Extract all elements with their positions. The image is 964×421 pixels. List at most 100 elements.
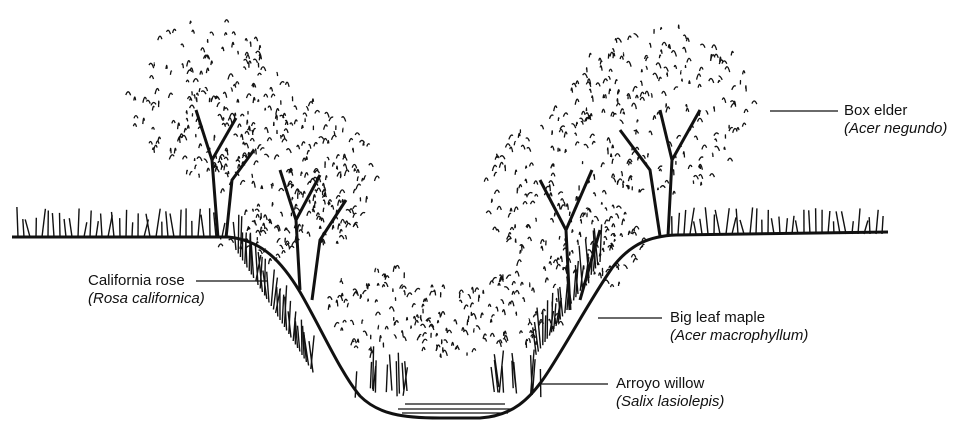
leaf-stroke [303,158,306,161]
leaf-stroke [550,193,552,196]
leaf-stroke [572,251,573,254]
leaf-stroke [340,230,342,234]
leaf-stroke [700,67,704,71]
leaf-stroke [275,226,280,231]
leaf-stroke [674,65,676,68]
leaf-stroke [313,195,315,201]
leaf-stroke [287,149,292,153]
leaf-stroke [223,118,224,121]
leaf-stroke [170,71,171,75]
leaf-stroke [394,335,397,339]
grass-blade [17,207,18,237]
leaf-stroke [536,218,537,221]
leaf-stroke [307,150,309,154]
leaf-stroke [199,174,200,178]
leaf-stroke [271,94,275,97]
leaf-stroke [236,160,240,163]
leaf-stroke [635,105,636,109]
california-rose-scientific-name: (Rosa californica) [88,290,205,308]
leaf-stroke [299,230,303,233]
leaf-stroke [353,148,354,152]
leaf-stroke [404,291,405,296]
grass-blade [705,207,708,234]
leaf-stroke [700,44,705,48]
leaf-stroke [516,291,520,295]
leaf-stroke [686,38,689,42]
leaf-stroke [592,96,593,102]
leaf-stroke [698,118,703,122]
leaf-stroke [280,82,284,85]
leaf-stroke [425,298,427,302]
leaf-stroke [608,54,609,59]
leaf-stroke [252,123,255,126]
leaf-stroke [589,53,591,57]
leaf-stroke [526,166,527,169]
leaf-stroke [377,284,379,286]
leaf-stroke [357,339,358,343]
grass-blade [156,209,160,237]
leaf-stroke [197,157,202,161]
leaf-stroke [328,305,330,310]
grass-blade [303,326,305,359]
leaf-stroke [579,232,581,237]
leaf-stroke [544,193,547,197]
leaf-stroke [351,341,354,345]
leaf-stroke [657,112,659,115]
leaf-stroke [271,184,272,188]
leaf-stroke [190,21,191,24]
leaf-stroke [307,211,311,216]
leaf-stroke [415,320,418,325]
leaf-stroke [363,291,367,295]
leaf-stroke [368,299,369,302]
leaf-stroke [605,220,609,224]
leaf-stroke [515,271,519,276]
leaf-stroke [199,144,202,148]
grass-blade [700,219,702,234]
leaf-stroke [632,151,636,154]
leaf-stroke [265,127,268,133]
leaf-stroke [342,200,344,203]
grass-blade [836,211,840,234]
leaf-stroke [245,143,249,148]
leaf-stroke [686,108,689,112]
leaf-stroke [212,96,216,100]
leaf-stroke [604,237,607,240]
leaf-stroke [385,326,388,329]
grass-blade [246,240,247,267]
leaf-stroke [245,210,247,215]
leaf-stroke [390,307,395,312]
leaf-stroke [617,103,621,106]
leaf-stroke [290,123,293,126]
leaf-stroke [622,219,625,225]
leaf-stroke [653,116,655,120]
leaf-stroke [620,234,622,237]
leaf-stroke [623,112,624,114]
leaf-stroke [222,47,224,51]
leaf-stroke [196,98,197,102]
leaf-stroke [467,320,468,325]
leaf-stroke [609,89,611,94]
leaf-stroke [659,55,660,58]
leaf-stroke [301,172,302,176]
leaf-stroke [694,176,699,180]
leaf-stroke [551,219,554,223]
leaf-stroke [614,234,615,237]
leaf-stroke [362,178,364,181]
leaf-stroke [320,217,322,221]
leaf-stroke [350,320,353,325]
leaf-stroke [512,291,514,294]
grass-blade [84,222,87,237]
leaf-stroke [357,177,358,181]
leaf-stroke [470,303,473,307]
leaf-stroke [460,293,461,298]
leaf-stroke [241,114,245,116]
leaf-stroke [194,95,195,99]
leaf-stroke [196,119,198,122]
leaf-stroke [535,194,538,196]
leaf-stroke [500,156,505,159]
leaf-stroke [627,61,631,66]
leaf-stroke [619,282,620,286]
leaf-stroke [255,209,259,212]
leaf-stroke [269,259,272,265]
leaf-stroke [197,93,199,96]
